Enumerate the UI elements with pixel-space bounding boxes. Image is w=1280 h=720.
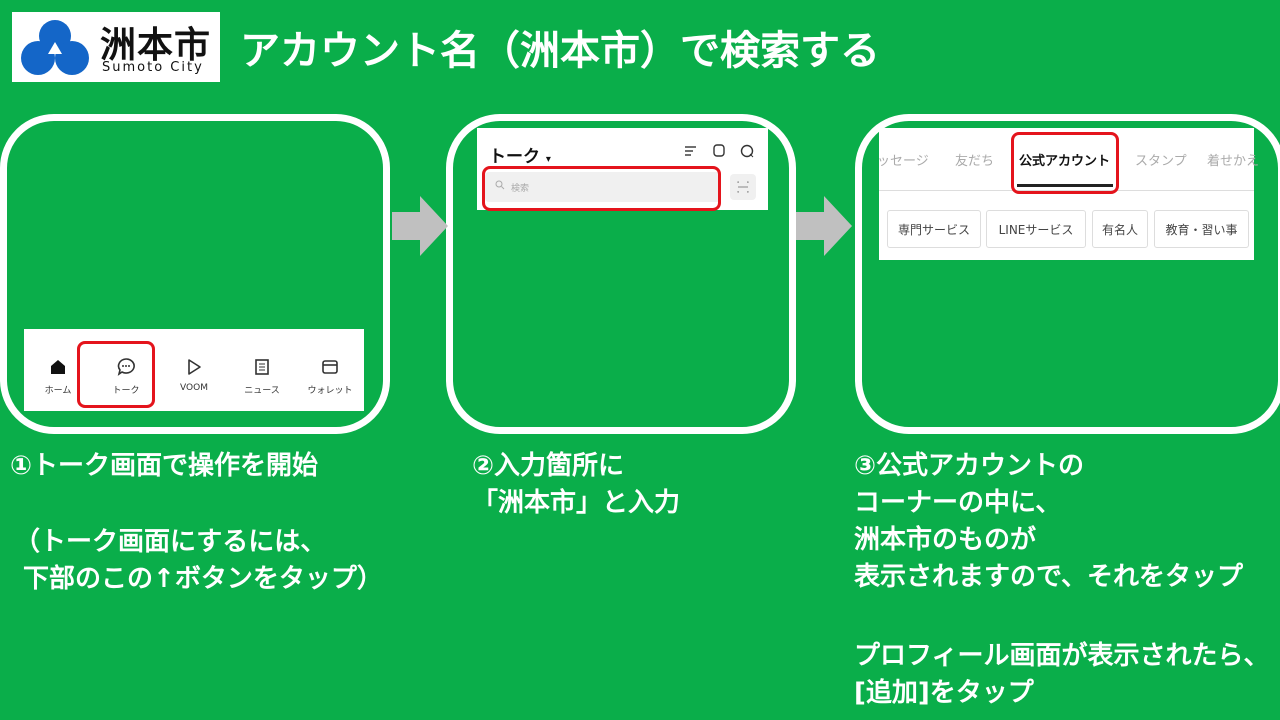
- step3-panel: [855, 114, 1280, 434]
- category-chip[interactable]: 教育・習い事: [1154, 210, 1249, 248]
- tab-voom[interactable]: VOOM: [164, 357, 224, 393]
- voom-play-icon: [184, 357, 204, 377]
- talk-bubble-icon: [116, 357, 136, 377]
- chat-bubble-icon[interactable]: [712, 144, 726, 158]
- step1-caption: ①トーク画面で操作を開始: [10, 451, 319, 481]
- wallet-icon: [320, 357, 340, 377]
- logo-name: 洲本市: [100, 25, 212, 66]
- header-icons: [684, 144, 754, 158]
- talk-header-title[interactable]: トーク ▾: [489, 147, 551, 167]
- tab-label: VOOM: [180, 383, 208, 393]
- tab-stickers[interactable]: スタンプ: [1135, 154, 1187, 169]
- step2-panel: [446, 114, 796, 434]
- search-placeholder: 検索: [511, 184, 530, 194]
- category-chip[interactable]: 有名人: [1092, 210, 1148, 248]
- sumoto-city-logo: 洲本市 Sumoto City: [12, 12, 220, 82]
- step2-caption: ②入力箇所に 「洲本市」と入力: [472, 451, 681, 518]
- search-icon: [495, 180, 505, 190]
- qr-scan-button[interactable]: [730, 174, 756, 200]
- tab-friends[interactable]: 友だち: [955, 154, 995, 169]
- tab-label: ニュース: [244, 386, 280, 396]
- scan-icon: [737, 181, 749, 193]
- sort-list-icon[interactable]: [684, 144, 698, 158]
- step3-note: プロフィール画面が表示されたら、 [追加]をタップ: [854, 641, 1270, 708]
- next-arrow-icon: [392, 196, 448, 256]
- tab-label: トーク: [112, 386, 140, 396]
- search-results-header: ッセージ 友だち 公式アカウント スタンプ 着せかえ 専門サービス LINEサー…: [877, 128, 1259, 260]
- home-icon: [48, 357, 68, 377]
- sumoto-emblem-icon: [21, 20, 89, 75]
- next-arrow-icon: [796, 196, 852, 256]
- tab-label: ウォレット: [307, 386, 353, 396]
- talk-tab-highlight: [77, 341, 155, 408]
- step3-caption: ③公式アカウントの コーナーの中に、 洲本市のものが 表示されますので、それをタ…: [854, 451, 1243, 592]
- active-tab-underline: [1017, 184, 1113, 187]
- tab-divider: [879, 190, 1254, 191]
- search-field-highlight: [482, 166, 721, 211]
- line-tab-bar: ホーム トーク VOOM ニュース ウォレット: [24, 329, 364, 411]
- official-account-tab-highlight: [1011, 132, 1119, 194]
- tab-themes[interactable]: 着せかえ: [1207, 154, 1260, 169]
- logo-subtitle: Sumoto City: [102, 60, 204, 75]
- new-chat-icon[interactable]: [740, 144, 754, 158]
- tab-messages[interactable]: ッセージ: [877, 154, 929, 169]
- search-input[interactable]: 検索: [485, 172, 721, 202]
- tab-home[interactable]: ホーム: [28, 357, 88, 396]
- category-chip[interactable]: LINEサービス: [986, 210, 1086, 248]
- tab-official-accounts[interactable]: 公式アカウント: [1019, 154, 1111, 169]
- page-title: アカウント名（洲本市）で検索する: [240, 28, 880, 74]
- tab-wallet[interactable]: ウォレット: [300, 357, 360, 396]
- news-icon: [252, 357, 272, 377]
- step1-panel: [0, 114, 390, 434]
- tab-news[interactable]: ニュース: [232, 357, 292, 396]
- category-chip[interactable]: 専門サービス: [887, 210, 981, 248]
- tab-talk[interactable]: トーク: [96, 357, 156, 396]
- step1-note: （トーク画面にするには、 下部のこの↑ボタンをタップ）: [14, 527, 383, 594]
- tab-label: ホーム: [44, 386, 72, 396]
